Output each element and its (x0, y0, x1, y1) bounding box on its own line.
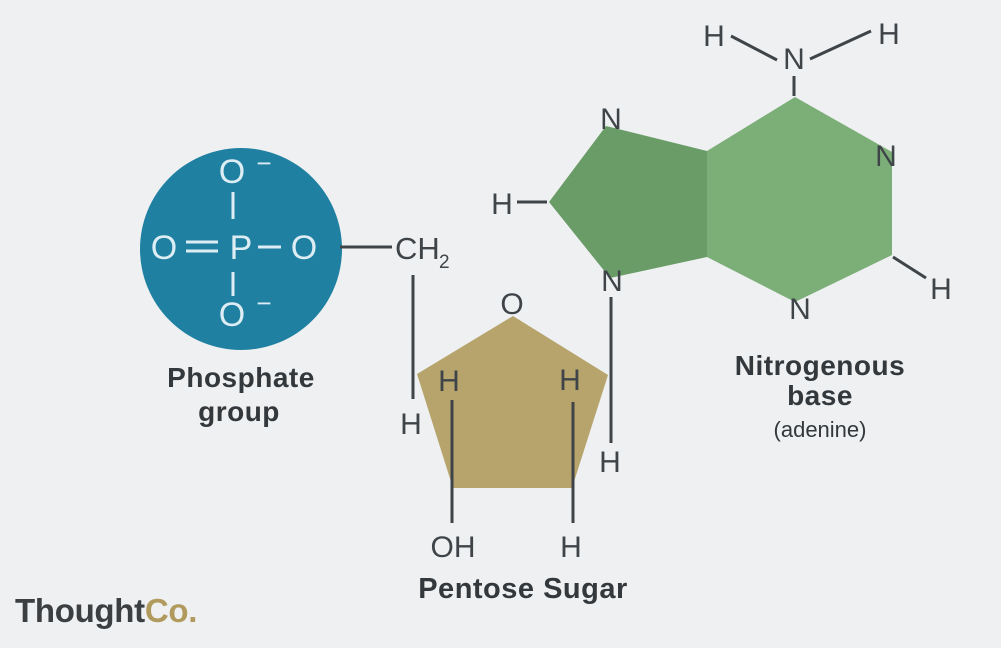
atom-oxygen-bottom: O (219, 296, 245, 334)
bond-h-amino-left (730, 34, 778, 62)
atom-oxygen-top: O (219, 153, 245, 191)
bond-h-ring-right (892, 255, 927, 280)
bond-h-amino-right (809, 29, 872, 61)
atom-oxygen-ring: O (500, 288, 523, 321)
hydrogen-inner-right: H (559, 364, 581, 397)
negative-charge-top: − (256, 148, 271, 178)
phosphate-circle (140, 148, 342, 350)
hydrogen-ring-right: H (930, 273, 952, 306)
nitrogen-ring-right: N (875, 140, 897, 173)
nitrogenous-base: H N H N H N H N N H Nitrogenous base (ad… (491, 18, 952, 479)
phosphate-group: O − O P O O − Phosphate group (140, 148, 342, 427)
atom-oxygen-right: O (291, 229, 317, 267)
sugar-pentagon (417, 316, 608, 488)
hydrogen-glycosidic: H (599, 446, 621, 479)
nitrogen-amino: N (783, 43, 805, 76)
logo-word-co: Co. (145, 592, 197, 629)
base-sublabel-adenine: (adenine) (774, 417, 867, 442)
nitrogen-ring-bottom: N (789, 293, 811, 326)
pentose-sugar-label: Pentose Sugar (418, 573, 628, 605)
base-label-line2: base (787, 380, 853, 411)
negative-charge-bottom: − (256, 288, 271, 318)
base-label-line1: Nitrogenous (735, 350, 905, 381)
hydrogen-amino-left: H (703, 20, 725, 53)
ch2-linker: CH 2 H (340, 231, 450, 441)
base-hexagon-ring (707, 97, 892, 302)
nitrogen-ring-top-left: N (600, 103, 622, 136)
ch2-carbon: CH (395, 231, 440, 266)
logo-word-thought: Thought (15, 592, 145, 629)
hydroxyl-group: OH (431, 531, 476, 564)
atom-oxygen-left: O (151, 229, 177, 267)
pentose-sugar: O H H OH H Pentose Sugar (417, 288, 628, 605)
hydrogen-bottom-right: H (560, 531, 582, 564)
ch2-subscript: 2 (439, 252, 450, 273)
base-pentagon-ring (549, 126, 707, 278)
hydrogen-ring-left: H (491, 188, 513, 221)
nitrogen-ring-bottom-left: N (601, 265, 623, 298)
hydrogen-linker: H (400, 408, 422, 441)
atom-phosphorus: P (230, 229, 253, 267)
phosphate-label-line2: group (198, 396, 280, 427)
hydrogen-amino-right: H (878, 18, 900, 51)
hydrogen-inner-left: H (438, 365, 460, 398)
thoughtco-logo: ThoughtCo. (15, 592, 197, 629)
phosphate-label-line1: Phosphate (167, 362, 315, 393)
